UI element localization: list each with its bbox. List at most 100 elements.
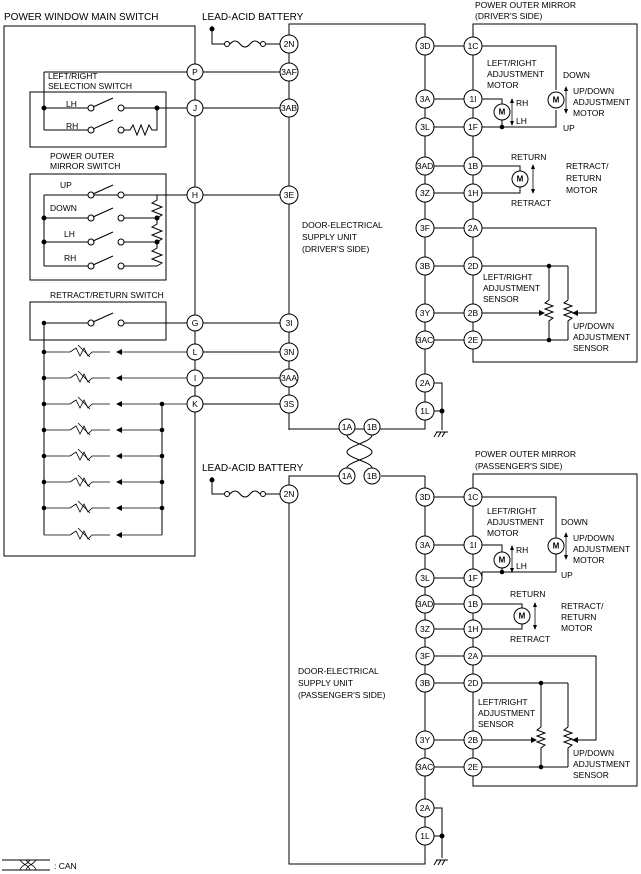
- pin-g: G: [192, 318, 199, 328]
- dm-lr-motor-3: MOTOR: [487, 80, 518, 90]
- can-twist-b: [346, 434, 373, 469]
- battery-bot-fuse-a: [224, 491, 230, 497]
- battery-top-fuse: [229, 40, 261, 48]
- pin-d-3i: 3I: [285, 318, 292, 328]
- sel-lh-label: LH: [66, 99, 77, 109]
- dsu-driver-label-3: (DRIVER'S SIDE): [302, 244, 369, 254]
- pin-d-3l: 3L: [420, 122, 430, 132]
- dm-lr-sensor-3: SENSOR: [483, 294, 519, 304]
- sel-rh-resistor: [124, 108, 158, 137]
- battery-top-terminal: [209, 26, 215, 32]
- pin-pm-2e: 2E: [468, 762, 479, 772]
- pm-ud-motor-3: MOTOR: [573, 555, 604, 565]
- pin-dm-1h: 1H: [468, 188, 479, 198]
- pin-d-3z: 3Z: [420, 188, 430, 198]
- sw-up-blade: [92, 184, 114, 195]
- pin-d-2n: 2N: [284, 39, 295, 49]
- pin-pm-1c: 1C: [468, 492, 479, 502]
- pm-ud-sensor-1: UP/DOWN: [573, 748, 614, 758]
- pin-h: H: [192, 190, 198, 200]
- sel-rh-label: RH: [66, 121, 78, 131]
- pm-lr-sensor-2: ADJUSTMENT: [478, 708, 535, 718]
- pm-lh: LH: [516, 561, 527, 571]
- can-legend-symbol: [2, 859, 50, 871]
- pin-dm-2a: 2A: [468, 223, 479, 233]
- dm-return: RETURN: [511, 152, 546, 162]
- sw-rh-blade: [92, 255, 114, 266]
- dm-ud-motor-m: M: [553, 96, 560, 105]
- pm-ud-motor-m: M: [553, 542, 560, 551]
- pin-p: P: [192, 67, 198, 77]
- pm-lr-motor-m: M: [499, 556, 506, 565]
- sw-lh-c1: [87, 238, 95, 246]
- msw-j1: [41, 215, 47, 221]
- pin-dm-2d: 2D: [468, 261, 479, 271]
- dm-down: DOWN: [563, 70, 590, 80]
- pm-ud-motor-icon: [547, 537, 565, 555]
- pin-p-1l: 1L: [420, 831, 430, 841]
- pin-k: K: [192, 399, 198, 409]
- pin-d-1l: 1L: [420, 406, 430, 416]
- indicator-rows: [44, 344, 195, 541]
- retract-switch-box: [29, 301, 167, 341]
- mirror-switch-box: [29, 173, 167, 281]
- pin-can-1a-bot: 1A: [342, 471, 353, 481]
- pin-pm-2a: 2A: [468, 651, 479, 661]
- retract-sw-blade: [92, 312, 114, 323]
- can-connectors-top: 1A 1B: [338, 418, 381, 436]
- sw-rh-label: RH: [64, 253, 76, 263]
- pin-pm-2b: 2B: [468, 735, 479, 745]
- sel-lh-contact-1: [87, 104, 95, 112]
- sw-lh-blade: [92, 231, 114, 242]
- dsu-pass-label-1: DOOR-ELECTRICAL: [298, 666, 379, 676]
- pm-retract-motor-icon: [513, 607, 531, 625]
- can-connectors-bottom: 1A 1B: [338, 467, 381, 485]
- pin-dm-2b: 2B: [468, 308, 479, 318]
- pin-dm-1i: 1I: [469, 94, 476, 104]
- pin-d-3aa: 3AA: [281, 373, 297, 383]
- pin-dm-1f: 1F: [468, 122, 478, 132]
- dsu-driver-label-1: DOOR-ELECTRICAL: [302, 220, 383, 230]
- battery-bot-terminal: [209, 477, 215, 483]
- row-8: [44, 527, 162, 541]
- pin-j: J: [193, 103, 197, 113]
- pm-down: DOWN: [561, 517, 588, 527]
- mirror-pass-title-2: (PASSENGER'S SIDE): [475, 461, 563, 471]
- dsu-pass-label-2: SUPPLY UNIT: [298, 678, 353, 688]
- sw-up-c2: [117, 191, 125, 199]
- battery-top-fuse-b: [260, 41, 266, 47]
- pin-p-3b: 3B: [420, 678, 431, 688]
- pm-return: RETURN: [510, 589, 545, 599]
- pass-ground-wire: [434, 807, 443, 858]
- mirror-pass-title-1: POWER OUTER MIRROR: [475, 449, 576, 459]
- dsu-driver-label-2: SUPPLY UNIT: [302, 232, 357, 242]
- ground-bus-junctions: [41, 320, 165, 511]
- pin-pm-1h: 1H: [468, 624, 479, 634]
- battery-top-fuse-a: [224, 41, 230, 47]
- row-4: [44, 422, 162, 436]
- battery-bottom-label: LEAD-ACID BATTERY: [202, 463, 304, 474]
- pin-d-3ab: 3AB: [281, 103, 297, 113]
- pm-retract-motor-3: MOTOR: [561, 623, 592, 633]
- pm-retract-arrow: [533, 602, 537, 630]
- pin-pm-2d: 2D: [468, 678, 479, 688]
- pass-ground-symbol: [433, 859, 448, 866]
- sw-down-blade: [92, 207, 114, 218]
- pin-p-3z: 3Z: [420, 624, 430, 634]
- dsu-driver-right-pins: 3D 3A 3L 3AD 3Z 3F 3B 3Y 3AC 2A 1L: [415, 36, 435, 421]
- driver-ground-junction: [439, 408, 445, 414]
- dm-lr-motor-m: M: [499, 108, 506, 117]
- can-twist-a: [346, 434, 373, 469]
- pin-p-3ad: 3AD: [417, 599, 434, 609]
- pin-dm-1c: 1C: [468, 41, 479, 51]
- pm-retract-motor-2: RETURN: [561, 612, 596, 622]
- sw-rh-c2: [117, 262, 125, 270]
- sw-lh-c2: [117, 238, 125, 246]
- main-switch-box: [3, 25, 196, 557]
- pm-ud-motor-1: UP/DOWN: [573, 533, 614, 543]
- lr-selection-label-1: LEFT/RIGHT: [48, 71, 98, 81]
- pm-direction-arrows: [510, 532, 568, 573]
- pin-d-3b: 3B: [420, 261, 431, 271]
- sw-down-c2: [117, 214, 125, 222]
